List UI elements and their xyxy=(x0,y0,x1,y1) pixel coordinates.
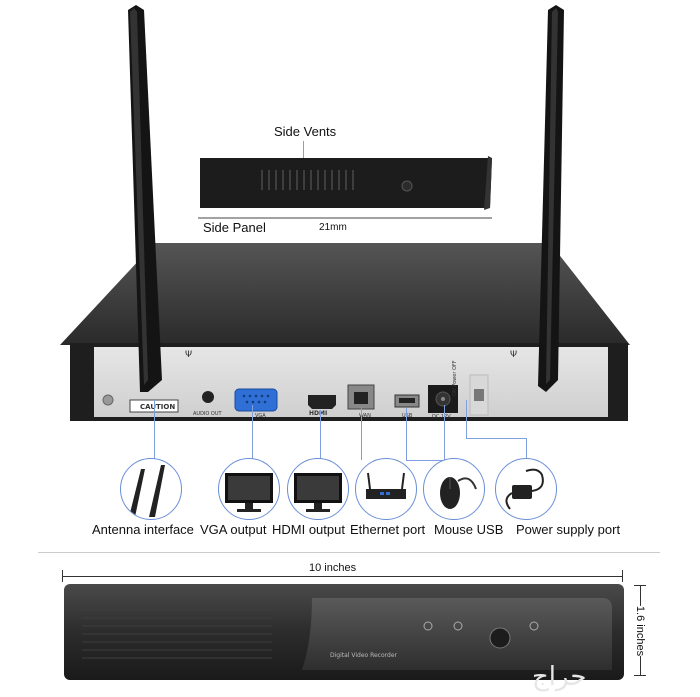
hdmi-output-label: HDMI output xyxy=(272,522,345,537)
monitor-icon xyxy=(225,473,273,512)
hdmi-circle xyxy=(287,458,349,520)
height-1-6-inches-label: 1.6 inches xyxy=(634,605,647,657)
vga-text: VGA xyxy=(255,413,266,419)
mouse-icon xyxy=(440,477,477,509)
antenna-circle xyxy=(120,458,182,520)
router-icon xyxy=(366,472,406,499)
back-panel-ports: Ψ Ψ xyxy=(102,350,517,416)
width-10-inches-label: 10 inches xyxy=(306,562,360,574)
monitor-icon xyxy=(294,473,342,512)
wan-text: WAN xyxy=(359,413,371,419)
audio-out-text: AUDIO OUT xyxy=(193,411,222,417)
usb-text: USB xyxy=(402,413,413,419)
caution-text: CAUTION xyxy=(140,403,176,411)
power-supply-port-label: Power supply port xyxy=(516,522,621,537)
power-adapter-icon xyxy=(505,468,544,510)
watermark-logo: حراج xyxy=(532,662,587,692)
side-vents-label: Side Vents xyxy=(274,124,337,139)
front-width-dimension xyxy=(62,576,622,577)
antenna-right-icon xyxy=(538,5,564,392)
dc-text: DC 12V xyxy=(432,414,451,420)
svg-text:Ψ: Ψ xyxy=(510,350,517,360)
side-vents-pointer xyxy=(303,141,304,161)
antenna-interface-label: Antenna interface xyxy=(92,522,194,537)
ethernet-port-label: Ethernet port xyxy=(350,522,426,537)
side-panel-label: Side Panel xyxy=(203,220,266,235)
power-circle xyxy=(495,458,557,520)
hdmi-text: HDMI xyxy=(309,410,328,417)
ethernet-circle xyxy=(355,458,417,520)
mouse-circle xyxy=(423,458,485,520)
svg-text:Ψ: Ψ xyxy=(185,350,192,360)
section-divider xyxy=(38,552,660,553)
power-switch-text: ON Power OFF xyxy=(452,360,458,396)
antenna-icon xyxy=(129,465,165,517)
brand-text: Digital Video Recorder xyxy=(330,652,397,659)
vga-circle xyxy=(218,458,280,520)
vga-output-label: VGA output xyxy=(200,522,267,537)
width-21mm-label: 21mm xyxy=(319,222,347,233)
mouse-usb-label: Mouse USB xyxy=(434,522,504,537)
side-panel-view xyxy=(198,156,492,219)
antenna-left-icon xyxy=(128,5,162,392)
dvr-front-view xyxy=(64,584,624,680)
